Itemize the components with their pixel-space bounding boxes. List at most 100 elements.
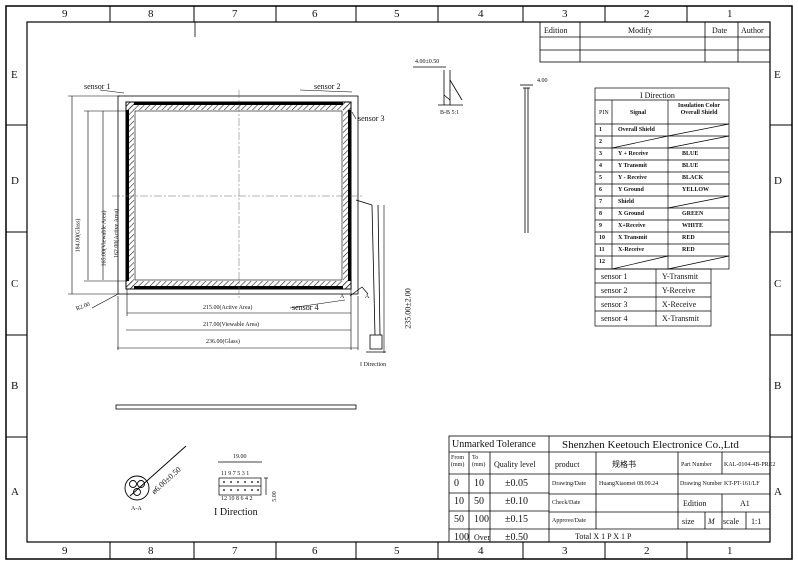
tolerance-col-level: Quality level <box>494 460 536 469</box>
connector-caption: A-A <box>131 506 142 512</box>
drawing-date-value: HuangXiaomei 08.09.24 <box>599 481 659 487</box>
company-name: Shenzhen Keetouch Electronice Co.,Ltd <box>562 439 739 451</box>
pin-table-pin: 5 <box>599 175 602 181</box>
tolerance-from: 100 <box>454 532 469 543</box>
row-label: B <box>11 380 19 392</box>
col-label: 3 <box>562 8 568 20</box>
col-label: 7 <box>232 8 238 20</box>
pin-table-signal: X Ground <box>618 211 645 217</box>
pin-table-color: RED <box>682 247 695 253</box>
row-label: E <box>11 69 18 81</box>
sensor-table-grid <box>594 268 712 327</box>
pin-table-signal: Y Transmit <box>618 163 648 169</box>
row-label: B <box>774 380 782 392</box>
pin-table-pin: 3 <box>599 151 602 157</box>
pin-table-color: GREEN <box>682 211 704 217</box>
drawing-date-label: Drawing/Date <box>552 481 586 487</box>
scale-value: 1:1 <box>751 517 762 526</box>
col-label: 1 <box>727 8 733 20</box>
pin-table-signal: X+Receive <box>618 223 646 229</box>
tolerance-level: ±0.05 <box>505 478 528 489</box>
sensor-table-signal: X-Receive <box>662 300 697 309</box>
col-label: 4 <box>478 8 484 20</box>
pin-table-title: I Direction <box>640 91 675 100</box>
pin-table-signal: X Transmit <box>618 235 648 241</box>
approve-date-label: Approve/Date <box>552 518 586 524</box>
col-label: 8 <box>148 8 154 20</box>
size-label: size <box>682 517 695 526</box>
revision-header-author: Author <box>741 26 764 35</box>
revision-header-modify: Modify <box>628 26 652 35</box>
pin-table-signal: Y Ground <box>618 187 644 193</box>
pin-table-signal: Shield <box>618 199 635 205</box>
row-label: D <box>774 175 782 187</box>
tolerance-to: Over <box>474 533 490 542</box>
pin-table-color: BLACK <box>682 175 704 181</box>
col-label: 9 <box>62 8 68 20</box>
side-view-dim: 4.00 <box>537 78 548 84</box>
col-label: 2 <box>644 545 650 557</box>
tolerance-from: 50 <box>454 514 464 525</box>
inner-frame <box>26 21 771 543</box>
tolerance-title: Unmarked Tolerance <box>452 439 536 450</box>
pin-header-caption: I Direction <box>214 507 258 518</box>
sensor-table-sensor: sensor 1 <box>601 272 628 281</box>
col-label: 1 <box>727 545 733 557</box>
detail-bb <box>413 66 463 106</box>
side-view <box>520 84 533 233</box>
tolerance-level: ±0.10 <box>505 496 528 507</box>
pin-header-top-numbers: 11 9 7 5 3 1 <box>221 471 250 477</box>
dim-viewable-width: 217.00(Viewable Area) <box>203 322 259 328</box>
edition-value: A1 <box>740 499 750 508</box>
sensor-table-sensor: sensor 3 <box>601 300 628 309</box>
pin-table-pin: 4 <box>599 163 602 169</box>
pin-table-pin: 2 <box>599 139 602 145</box>
detail-bb-dim: 4.00±0.50 <box>415 59 440 65</box>
col-label: 7 <box>232 545 238 557</box>
col-label: 9 <box>62 545 68 557</box>
tolerance-col-from: From (mm) <box>451 455 465 468</box>
touch-panel-front-view <box>112 90 386 353</box>
pin-header-drawing <box>218 461 268 496</box>
part-number-value: KAL-0104-4B-PRE2 <box>724 462 776 468</box>
pin-table-pin: 1 <box>599 127 602 133</box>
check-date-label: Check/Date <box>552 500 581 506</box>
revision-grid <box>194 21 771 63</box>
dim-glass-width: 236.00(Glass) <box>206 339 240 345</box>
pin-table-pin: 11 <box>599 247 605 253</box>
tolerance-from: 10 <box>454 496 464 507</box>
col-label: 5 <box>394 545 400 557</box>
outer-frame <box>5 5 793 560</box>
pin-table-col-color: Insulation Color Overall Shield <box>677 103 721 116</box>
col-label: 3 <box>562 545 568 557</box>
total-pages: Total X 1 P X 1 P <box>575 532 632 541</box>
tolerance-from: 0 <box>454 478 459 489</box>
row-label: A <box>11 486 19 498</box>
col-label: 6 <box>312 545 318 557</box>
sensor-table-sensor: sensor 4 <box>601 314 628 323</box>
sensor-1-label: sensor 1 <box>84 82 111 91</box>
drawing-number-label: Drawing Number <box>680 481 723 487</box>
revision-header-date: Date <box>712 26 728 35</box>
col-label: 5 <box>394 8 400 20</box>
sensor-2-label: sensor 2 <box>314 82 341 91</box>
sensor-table-signal: Y-Transmit <box>662 272 699 281</box>
pin-table-col-signal: Signal <box>630 110 647 116</box>
sensor-table-signal: Y-Receive <box>662 286 696 295</box>
tolerance-level: ±0.15 <box>505 514 528 525</box>
pin-header-bottom-numbers: 12 10 8 6 4 2 <box>221 496 253 502</box>
tolerance-to: 10 <box>474 478 484 489</box>
pin-table-col-pin: PIN <box>599 110 609 116</box>
section-mark-a-left: A <box>340 294 345 300</box>
pin-table-pin: 9 <box>599 223 602 229</box>
section-mark-a: A <box>365 294 370 300</box>
col-label: 6 <box>312 8 318 20</box>
pin-table-signal: Overall Shield <box>618 127 655 133</box>
column-ticks <box>6 6 792 559</box>
tolerance-to: 100 <box>474 514 489 525</box>
product-label: product <box>555 460 580 469</box>
pin-table-pin: 12 <box>599 259 605 265</box>
edition-label: Edition <box>683 499 707 508</box>
row-label: E <box>774 69 781 81</box>
